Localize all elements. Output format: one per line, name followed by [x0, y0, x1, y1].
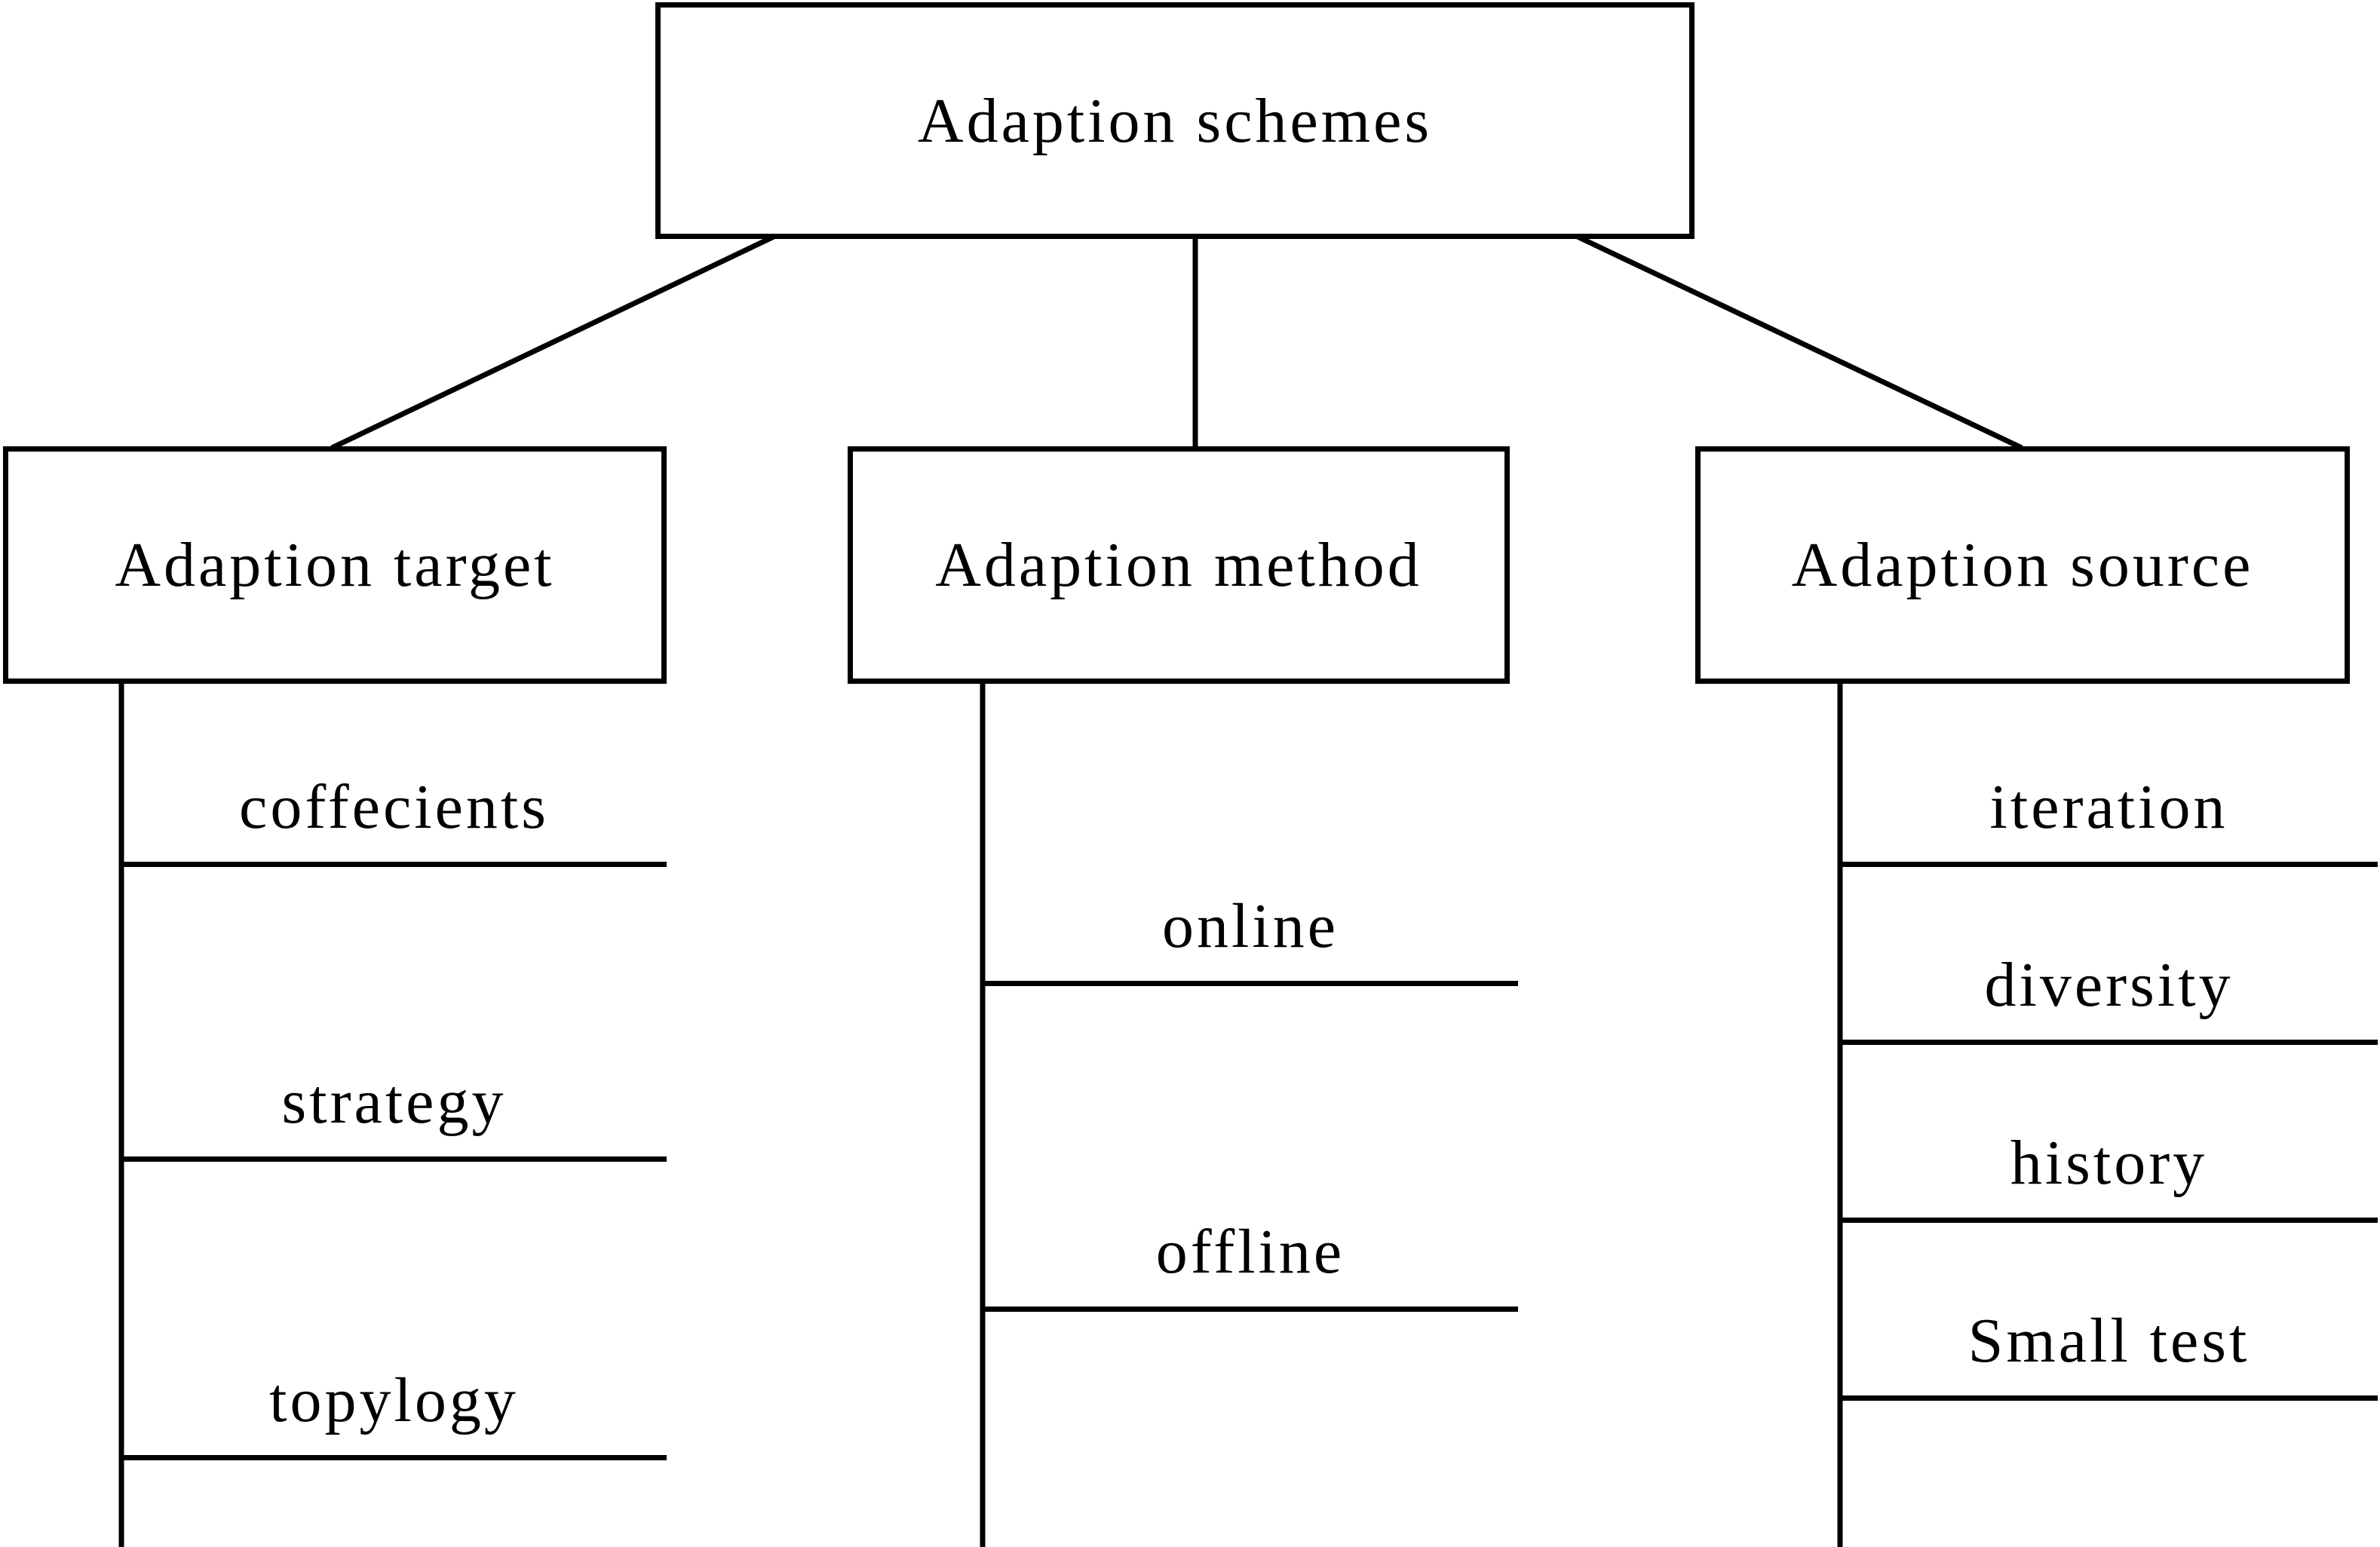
- node-label: Adaption target: [115, 530, 555, 600]
- leaf-label: topylogy: [269, 1365, 519, 1435]
- edge-root-to-target: [330, 234, 775, 451]
- node-adaption-schemes: Adaption schemes: [655, 2, 1695, 239]
- leaf-history: history: [1840, 1080, 2378, 1223]
- leaf-label: strategy: [281, 1067, 507, 1137]
- node-adaption-method: Adaption method: [848, 446, 1510, 684]
- leaf-label: coffecients: [239, 772, 549, 842]
- leaf-label: iteration: [1989, 772, 2228, 842]
- leaf-label: history: [2010, 1128, 2208, 1198]
- leaf-coffecients: coffecients: [121, 724, 667, 867]
- leaf-label: Small test: [1967, 1306, 2250, 1376]
- leaf-small-test: Small test: [1840, 1258, 2378, 1401]
- leaf-label: diversity: [1984, 950, 2234, 1020]
- leaf-strategy: strategy: [121, 1019, 667, 1162]
- leaf-iteration: iteration: [1840, 724, 2378, 867]
- node-adaption-target: Adaption target: [3, 446, 667, 684]
- leaf-label: offline: [1155, 1217, 1345, 1287]
- edge-root-to-source: [1576, 234, 2023, 451]
- node-label: Adaption schemes: [917, 85, 1433, 156]
- leaf-topylogy: topylogy: [121, 1317, 667, 1460]
- leaf-online: online: [983, 843, 1518, 986]
- node-label: Adaption source: [1791, 530, 2254, 600]
- node-adaption-source: Adaption source: [1695, 446, 2350, 684]
- leaf-diversity: diversity: [1840, 902, 2378, 1045]
- leaf-offline: offline: [983, 1169, 1518, 1312]
- leaf-label: online: [1162, 891, 1339, 961]
- node-label: Adaption method: [935, 530, 1422, 600]
